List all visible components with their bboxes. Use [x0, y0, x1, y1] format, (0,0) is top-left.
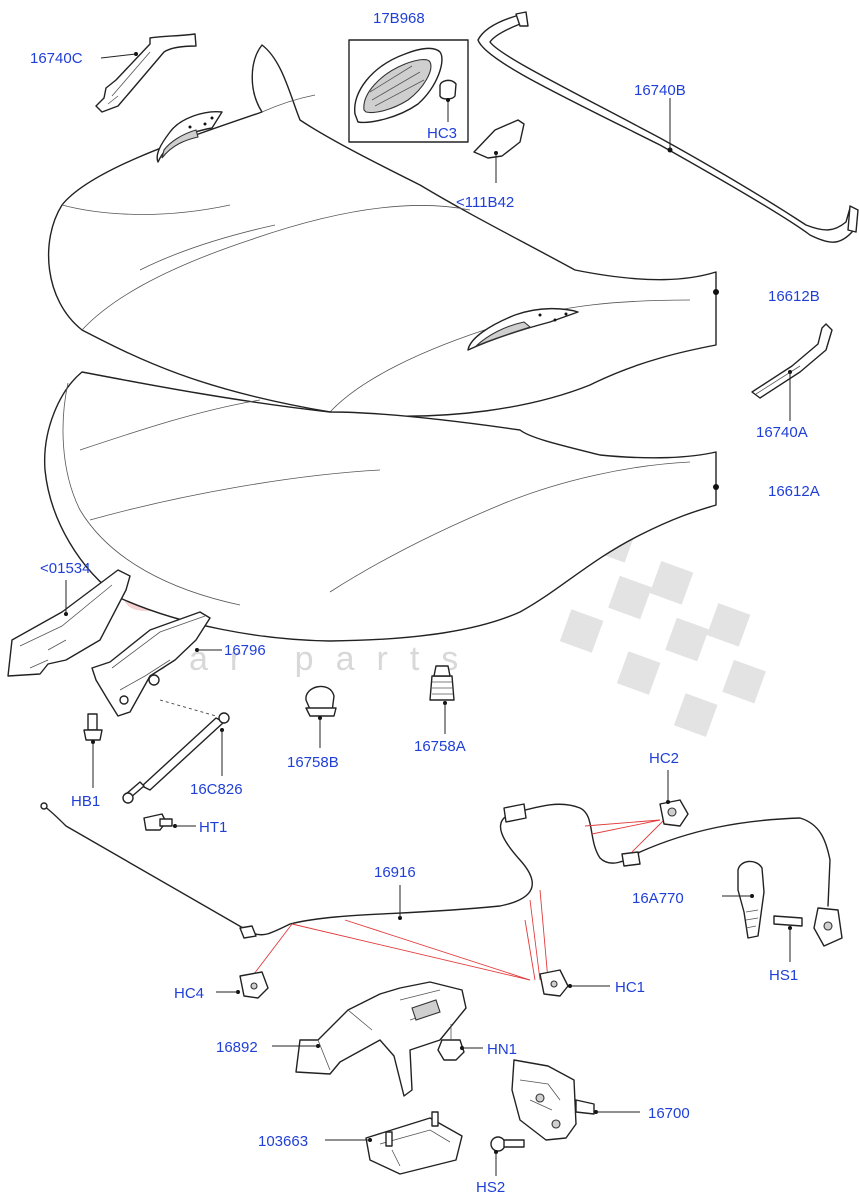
label-103663: 103663 — [258, 1133, 308, 1150]
label-16892: 16892 — [216, 1039, 258, 1056]
seal-16740A — [751, 323, 833, 421]
label-16740C: 16740C — [30, 50, 83, 67]
label-16612A: 16612A — [768, 483, 820, 500]
part-labels: 16740C 17B968 HC3 16740B <111B42 16612B … — [30, 10, 820, 1196]
seal-16740C — [95, 33, 197, 113]
bracket-01534 — [7, 569, 131, 677]
label-16916: 16916 — [374, 864, 416, 881]
release-handle-16A770 — [722, 860, 843, 962]
label-HS1: HS1 — [769, 967, 798, 984]
label-HS2: HS2 — [476, 1179, 505, 1196]
label-HC3: HC3 — [427, 125, 457, 142]
checkered-flag-icon — [559, 518, 766, 737]
clip-HT1 — [143, 813, 196, 831]
label-HN1: HN1 — [487, 1041, 517, 1058]
bonnet-outer-panel — [47, 44, 719, 417]
label-HB1: HB1 — [71, 793, 100, 810]
latch-plate-103663 — [325, 1111, 463, 1175]
bolt-HS2 — [490, 1136, 525, 1176]
label-01534: <01534 — [40, 560, 90, 577]
bonnet-latch-16700 — [511, 1059, 640, 1141]
label-HC2: HC2 — [649, 750, 679, 767]
label-17B968: 17B968 — [373, 10, 425, 27]
buffer-16758B — [305, 685, 337, 748]
hinge-16796 — [91, 611, 222, 717]
label-16612B: 16612B — [768, 288, 820, 305]
label-16A770: 16A770 — [632, 890, 684, 907]
label-HC4: HC4 — [174, 985, 204, 1002]
bonnet-inner-panel — [43, 371, 719, 642]
label-HT1: HT1 — [199, 819, 227, 836]
label-16700: 16700 — [648, 1105, 690, 1122]
nut-HN1 — [437, 1024, 483, 1061]
seal-16740B — [477, 11, 859, 243]
bolt-HB1 — [83, 713, 103, 788]
label-16C826: 16C826 — [190, 781, 243, 798]
label-HC1: HC1 — [615, 979, 645, 996]
label-16796: 16796 — [224, 642, 266, 659]
label-16758A: 16758A — [414, 738, 466, 755]
clip-HC2 — [659, 770, 689, 827]
label-16758B: 16758B — [287, 754, 339, 771]
buffer-16758A — [429, 665, 455, 734]
label-16740A: 16740A — [756, 424, 808, 441]
clip-HC1 — [539, 969, 610, 997]
release-cable-16916 — [40, 802, 831, 981]
clip-HC4 — [216, 971, 269, 999]
latch-bracket-16892 — [272, 981, 467, 1097]
label-111B42: <111B42 — [456, 194, 514, 211]
watermark-sub: car parts — [150, 640, 480, 678]
label-16740B: 16740B — [634, 82, 686, 99]
gas-strut-16C826 — [122, 699, 230, 804]
bracket-111B42 — [473, 119, 525, 183]
vent-grille-inset — [348, 39, 469, 143]
